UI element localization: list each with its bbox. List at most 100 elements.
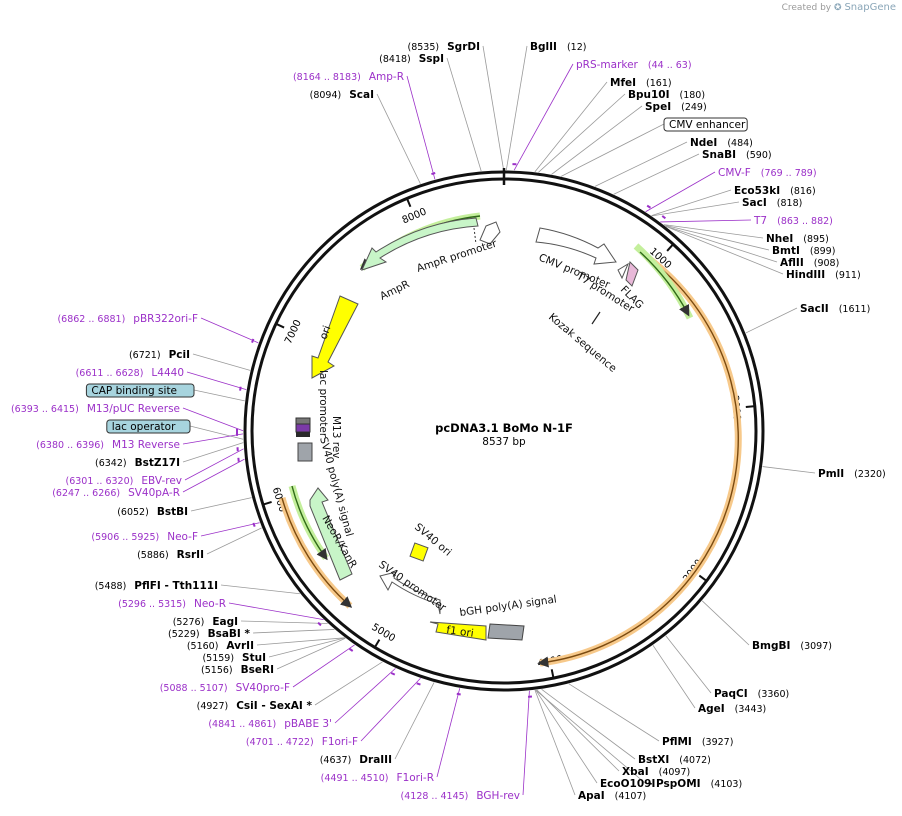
site-label-pcii[interactable]: (6721)PciI xyxy=(129,349,190,361)
plasmid-length: 8537 bp xyxy=(482,436,526,448)
site-label-draiii[interactable]: (4637)DraIII xyxy=(320,754,392,766)
primer-label-f1ori-f[interactable]: (4701 .. 4722)F1ori-F xyxy=(246,736,358,748)
label-position: (6721) xyxy=(129,350,161,361)
site-label-aflii[interactable]: AflII(908) xyxy=(780,257,839,269)
primer-label-sv40pro-f[interactable]: (5088 .. 5107)SV40pro-F xyxy=(160,682,290,694)
primer-label-cmv-f[interactable]: CMV-F(769 .. 789) xyxy=(718,167,817,179)
primer-label-neo-f[interactable]: (5906 .. 5925)Neo-F xyxy=(91,531,198,543)
site-label-hindiii[interactable]: HindIII(911) xyxy=(786,269,861,281)
primer-label-neo-r[interactable]: (5296 .. 5315)Neo-R xyxy=(118,598,226,610)
feature-box-frame xyxy=(85,383,195,398)
site-label-avrii[interactable]: (5160)AvrII xyxy=(187,640,254,652)
site-label-agei[interactable]: AgeI(3443) xyxy=(698,703,766,715)
tick-mark xyxy=(745,405,754,409)
site-label-bmti[interactable]: BmtI(899) xyxy=(772,245,835,257)
site-label-apai[interactable]: ApaI(4107) xyxy=(578,790,646,802)
site-label-csii-sexai-[interactable]: (4927)CsiI - SexAI * xyxy=(197,700,313,712)
snapgene-credit: Created by ✪ SnapGene xyxy=(782,2,896,13)
site-label-mfei[interactable]: MfeI(161) xyxy=(610,77,672,89)
leader-line xyxy=(276,637,346,670)
leader-line xyxy=(551,105,643,175)
svg-text:SacII(1611): SacII(1611) xyxy=(800,303,870,315)
label-name: AflII xyxy=(780,257,804,269)
primer-label-t7[interactable]: T7(863 .. 882) xyxy=(753,215,833,227)
label-name: pBABE 3' xyxy=(284,718,332,730)
label-name: - PspOMI xyxy=(648,778,701,790)
label-name: BstXI xyxy=(638,754,669,766)
primer-label-f1ori-r[interactable]: (4491 .. 4510)F1ori-R xyxy=(321,772,434,784)
site-label--pspomi[interactable]: - PspOMI(4103) xyxy=(648,778,742,790)
label-position: (4072) xyxy=(679,755,711,766)
leader-line xyxy=(660,219,752,223)
sv40-promoter-shape xyxy=(379,571,441,615)
site-label-spei[interactable]: SpeI(249) xyxy=(645,101,707,113)
primer-label-bgh-rev[interactable]: (4128 .. 4145)BGH-rev xyxy=(401,790,520,802)
primer-label-pbabe-3-[interactable]: (4841 .. 4861)pBABE 3' xyxy=(208,718,332,730)
site-label-eagi[interactable]: (5276)EagI xyxy=(173,616,238,628)
site-label-pmli[interactable]: PmlI(2320) xyxy=(818,468,886,480)
feature-box-cap-binding-site[interactable]: CAP binding site xyxy=(85,383,195,398)
label-position: (8094) xyxy=(310,90,342,101)
site-label-rsrii[interactable]: (5886)RsrII xyxy=(137,549,204,561)
primer-mark xyxy=(661,215,667,220)
label-name: Neo-R xyxy=(194,598,226,610)
leader-line xyxy=(268,637,346,658)
site-label-bsabi-[interactable]: (5229)BsaBI * xyxy=(168,628,250,640)
label-name: BstZ17I xyxy=(135,457,180,469)
site-label-sgrdi[interactable]: (8535)SgrDI xyxy=(408,41,480,53)
primer-label-amp-r[interactable]: (8164 .. 8183)Amp-R xyxy=(293,71,404,83)
site-label-sacii[interactable]: SacII(1611) xyxy=(800,303,870,315)
site-label-bstbi[interactable]: (6052)BstBI xyxy=(117,506,188,518)
site-label-nhei[interactable]: NheI(895) xyxy=(766,233,829,245)
site-label-eco53ki[interactable]: Eco53kI(816) xyxy=(734,185,816,197)
leader-line xyxy=(446,57,482,172)
svg-text:- PspOMI(4103): - PspOMI(4103) xyxy=(648,778,742,790)
primer-label-l4440[interactable]: (6611 .. 6628)L4440 xyxy=(76,367,184,379)
svg-text:CAP binding site: CAP binding site xyxy=(91,385,177,397)
label-name: AvrII xyxy=(226,640,254,652)
leader-line xyxy=(200,522,260,537)
site-label-saci[interactable]: SacI(818) xyxy=(742,197,802,209)
site-label-xbai[interactable]: XbaI(4097) xyxy=(622,766,690,778)
svg-text:(6721)PciI: (6721)PciI xyxy=(129,349,190,361)
leader-line xyxy=(645,171,716,213)
primer-label-m13-puc-reverse[interactable]: (6393 .. 6415)M13/pUC Reverse xyxy=(11,403,180,415)
primer-label-prs-marker[interactable]: pRS-marker(44 .. 63) xyxy=(576,59,692,71)
svg-text:(6862 .. 6881)pBR322ori-F: (6862 .. 6881)pBR322ori-F xyxy=(57,313,198,325)
leader-line xyxy=(256,637,345,646)
site-label-snabi[interactable]: SnaBI(590) xyxy=(702,149,772,161)
green-arc-right-core xyxy=(639,251,690,317)
site-label-sspi[interactable]: (8418)SspI xyxy=(379,53,444,65)
site-label-bseri[interactable]: (5156)BseRI xyxy=(201,664,274,676)
site-label-bstz17i[interactable]: (6342)BstZ17I xyxy=(95,457,180,469)
svg-text:SnaBI(590): SnaBI(590) xyxy=(702,149,772,161)
site-label-bglii[interactable]: BglII(12) xyxy=(530,41,586,53)
primer-mark xyxy=(646,204,652,209)
site-label-bstxi[interactable]: BstXI (4072) xyxy=(638,754,711,766)
site-label-scai[interactable]: (8094)ScaI xyxy=(310,89,374,101)
label-position: (6247 .. 6266) xyxy=(52,488,120,499)
label-position: (5088 .. 5107) xyxy=(160,683,228,694)
bgh-shape xyxy=(487,623,525,641)
feature-box-lac-operator[interactable]: lac operator xyxy=(106,419,191,434)
site-label-bpu10i[interactable]: Bpu10I(180) xyxy=(628,89,705,101)
primer-label-pbr322ori-f[interactable]: (6862 .. 6881)pBR322ori-F xyxy=(57,313,198,325)
site-label-paqci[interactable]: PaqCI(3360) xyxy=(714,688,789,700)
site-label-pflmi[interactable]: PflMI(3927) xyxy=(662,736,733,748)
site-label-pflfi-tth111i[interactable]: (5488)PflFI - Tth111I xyxy=(95,580,218,592)
site-label-ndei[interactable]: NdeI(484) xyxy=(690,137,753,149)
svg-text:(4128 .. 4145)BGH-rev: (4128 .. 4145)BGH-rev xyxy=(401,790,520,802)
svg-text:XbaI(4097): XbaI(4097) xyxy=(622,766,690,778)
site-label-bmgbi[interactable]: BmgBI(3097) xyxy=(752,640,832,652)
primer-label-m13-reverse[interactable]: (6380 .. 6396)M13 Reverse xyxy=(36,439,180,451)
site-label-ecoo109i[interactable]: EcoO109I xyxy=(600,778,655,790)
svg-text:(6342)BstZ17I: (6342)BstZ17I xyxy=(95,457,180,469)
feature-box-frame xyxy=(663,117,748,132)
label-position: (3097) xyxy=(800,641,832,652)
label-position: (8535) xyxy=(408,42,440,53)
primer-label-sv40pa-r[interactable]: (6247 .. 6266)SV40pA-R xyxy=(52,487,180,499)
site-label-stui[interactable]: (5159)StuI xyxy=(202,652,266,664)
feature-box-cmv-enhancer[interactable]: CMV enhancer xyxy=(663,117,748,132)
tick-mark xyxy=(698,574,707,582)
primer-label-ebv-rev[interactable]: (6301 .. 6320)EBV-rev xyxy=(66,475,183,487)
